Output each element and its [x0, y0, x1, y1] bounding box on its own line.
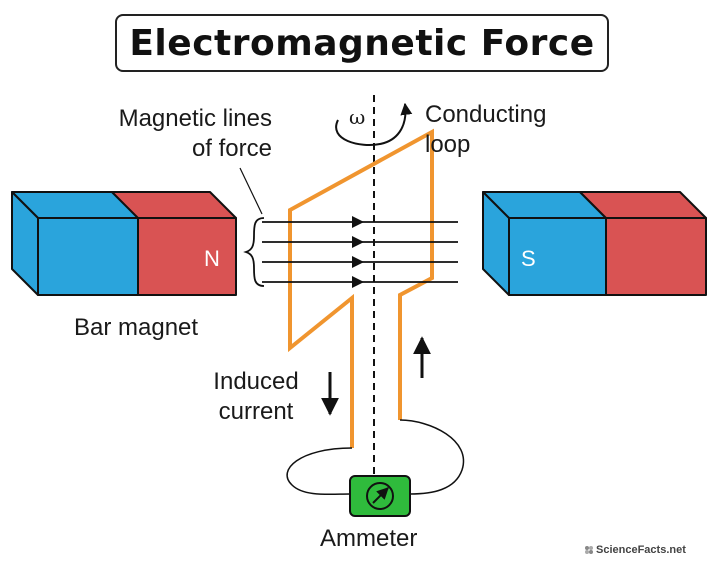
ammeter-label: Ammeter [320, 525, 418, 552]
bar-magnet-label: Bar magnet [74, 314, 199, 341]
sciencefacts-logo-icon [585, 546, 593, 554]
conducting-loop-label-line1: Conducting [425, 101, 547, 128]
right-bar-magnet [482, 191, 707, 296]
ammeter-wire-left [286, 447, 353, 496]
left-bar-magnet [11, 191, 237, 296]
field-arrowhead-4 [352, 276, 364, 288]
conducting-loop-label: Conducting loop [425, 100, 585, 160]
field-arrowhead-2 [352, 236, 364, 248]
conducting-loop-label-line2: loop [425, 131, 471, 158]
left-magnet-front-red [137, 217, 237, 296]
sciencefacts-logo: ScienceFacts.net [596, 544, 686, 556]
induced-current-label-line2: current [218, 398, 294, 425]
ammeter-needle [372, 487, 389, 504]
south-pole-label: S [521, 246, 536, 271]
field-direction-arrows [352, 216, 364, 288]
right-magnet-front-blue [508, 217, 607, 296]
magnetic-lines-label-line2: of force [191, 135, 272, 162]
field-arrowhead-1 [352, 216, 364, 228]
magnetic-lines-pointer [239, 167, 263, 215]
induced-current-label: Induced current [196, 367, 316, 427]
ammeter-wire-right [399, 419, 465, 495]
north-pole-label: N [204, 246, 220, 271]
field-arrowhead-3 [352, 256, 364, 268]
magnetic-lines-label-line1: Magnetic lines [118, 105, 272, 132]
conducting-loop [288, 128, 434, 448]
left-magnet-front-blue [37, 217, 139, 296]
field-lines-brace [243, 217, 265, 287]
ammeter [349, 475, 411, 517]
rotation-arrow [335, 102, 413, 146]
magnetic-lines-label: Magnetic lines of force [100, 104, 272, 164]
induced-current-label-line1: Induced [213, 368, 299, 395]
diagram-title: Electromagnetic Force [129, 22, 595, 64]
title-box: Electromagnetic Force [115, 14, 609, 72]
omega-label: ω [349, 105, 366, 129]
right-magnet-front-red [605, 217, 707, 296]
